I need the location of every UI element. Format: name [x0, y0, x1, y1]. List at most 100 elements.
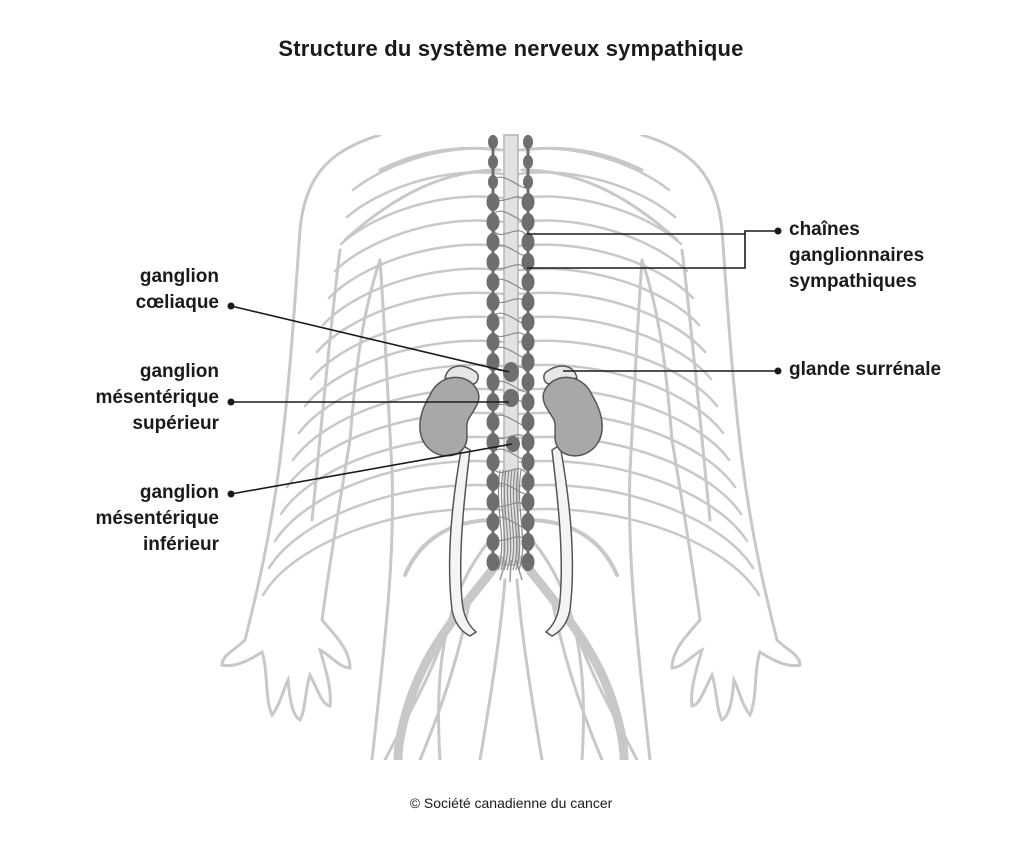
- label-superior-mesenteric-ganglion: ganglion mésentérique supérieur: [95, 359, 219, 437]
- communicating-branch: [493, 468, 529, 478]
- label-line: supérieur: [132, 413, 219, 434]
- leader-celiac: [230, 305, 510, 373]
- right-kidney-group: [542, 365, 603, 637]
- chain-ganglion: [521, 293, 535, 311]
- chain-ganglion: [521, 433, 535, 451]
- chain-ganglion: [521, 253, 535, 271]
- chain-ganglion: [486, 553, 500, 571]
- chain-ganglion: [486, 493, 500, 511]
- intercostal-nerve-right: [517, 363, 725, 435]
- label-adrenal-gland: glande surrénale: [789, 357, 941, 383]
- label-line: ganglion: [139, 482, 219, 503]
- right-arm-inner: [640, 258, 674, 442]
- communicating-branch: [518, 469, 524, 571]
- inferior-mesenteric-ganglion: [506, 436, 520, 452]
- chain-ganglion: [486, 513, 500, 531]
- left-arm-outline: [220, 135, 382, 723]
- intercostal-nerve-left: [303, 339, 505, 408]
- label-line: ganglion: [139, 361, 219, 382]
- communicating-branch: [515, 469, 521, 571]
- intercostal-nerves: [261, 147, 761, 597]
- chain-ganglion: [521, 233, 535, 251]
- diagram-title: Structure du système nerveux sympathique: [278, 36, 744, 61]
- label-line: cœliaque: [135, 292, 219, 313]
- leader-inferior-mesenteric: [230, 443, 513, 495]
- chain-ganglion: [488, 135, 498, 149]
- left-kidney-group: [419, 365, 480, 637]
- intercostal-nerve-right: [517, 315, 713, 381]
- intercostal-nerve-right: [517, 171, 677, 219]
- celiac-ganglion: [503, 362, 519, 382]
- label-line: ganglionnaires: [789, 245, 925, 266]
- chain-ganglion: [486, 233, 500, 251]
- chain-ganglion: [521, 373, 535, 391]
- chain-ganglion: [523, 135, 533, 149]
- intercostal-nerve-left: [351, 147, 505, 192]
- label-line: mésentérique: [95, 387, 219, 408]
- left-kidney: [419, 376, 480, 457]
- label-inferior-mesenteric-ganglion: ganglion mésentérique inférieur: [95, 480, 219, 558]
- chain-ganglion: [486, 193, 500, 211]
- left-ureter: [448, 443, 478, 637]
- chain-ganglion: [486, 453, 500, 471]
- label-line: inférieur: [142, 534, 219, 555]
- left-arm-inner: [348, 258, 382, 442]
- superior-mesenteric-ganglion: [503, 389, 519, 407]
- intercostal-nerve-left: [297, 363, 505, 435]
- communicating-branch: [500, 469, 506, 571]
- right-ureter: [544, 443, 574, 637]
- label-line: sympathiques: [789, 271, 917, 292]
- chain-ganglion: [486, 313, 500, 331]
- intercostal-nerve-right: [517, 219, 689, 273]
- intercostal-nerve-left: [315, 291, 505, 354]
- chain-ganglion: [486, 533, 500, 551]
- chain-ganglion: [521, 453, 535, 471]
- chain-ganglion: [486, 473, 500, 491]
- chain-ganglion: [521, 553, 535, 571]
- sympathetic-chain-left: [486, 135, 500, 571]
- chain-ganglion: [521, 353, 535, 371]
- right-kidney: [542, 376, 603, 457]
- intercostal-nerve-right: [517, 243, 695, 300]
- chain-ganglion: [486, 213, 500, 231]
- chain-ganglion: [521, 493, 535, 511]
- intercostal-nerve-left: [321, 267, 505, 327]
- intercostal-nerve-left: [345, 171, 505, 219]
- sympathetic-chain-right: [521, 135, 535, 571]
- chain-ganglion: [486, 293, 500, 311]
- chain-ganglion: [486, 373, 500, 391]
- chain-ganglion: [521, 313, 535, 331]
- communicating-branch: [512, 469, 518, 571]
- chain-ganglion: [486, 413, 500, 431]
- label-line: chaînes: [789, 219, 860, 240]
- chain-ganglion: [521, 513, 535, 531]
- label-line: mésentérique: [95, 508, 219, 529]
- label-line: glande surrénale: [789, 359, 942, 380]
- communicating-branch: [509, 469, 515, 571]
- chain-ganglion: [521, 193, 535, 211]
- chain-ganglion: [488, 155, 498, 169]
- copyright-credit: © Société canadienne du cancer: [409, 795, 613, 811]
- intercostal-nerve-left: [327, 243, 505, 300]
- leader-sympathetic-chains: [527, 230, 778, 269]
- chain-ganglion: [523, 155, 533, 169]
- communicating-branch: [506, 469, 512, 571]
- chain-ganglion: [486, 253, 500, 271]
- chain-ganglion: [521, 413, 535, 431]
- chain-ganglion: [521, 473, 535, 491]
- intercostal-nerve-left: [339, 195, 505, 246]
- label-sympathetic-chains: chaînes ganglionnaires sympathiques: [789, 217, 924, 295]
- chain-ganglion: [486, 353, 500, 371]
- leader-lines: [230, 230, 778, 495]
- leader-dots: [227, 227, 782, 498]
- chain-ganglion: [486, 333, 500, 351]
- intercostal-nerve-right: [517, 147, 671, 192]
- chain-ganglion: [521, 273, 535, 291]
- label-celiac-ganglion: ganglion cœliaque: [136, 264, 219, 316]
- communicating-branch: [503, 469, 509, 571]
- chain-ganglion: [521, 333, 535, 351]
- chain-ganglion: [523, 175, 533, 189]
- intercostal-nerve-left: [309, 315, 505, 381]
